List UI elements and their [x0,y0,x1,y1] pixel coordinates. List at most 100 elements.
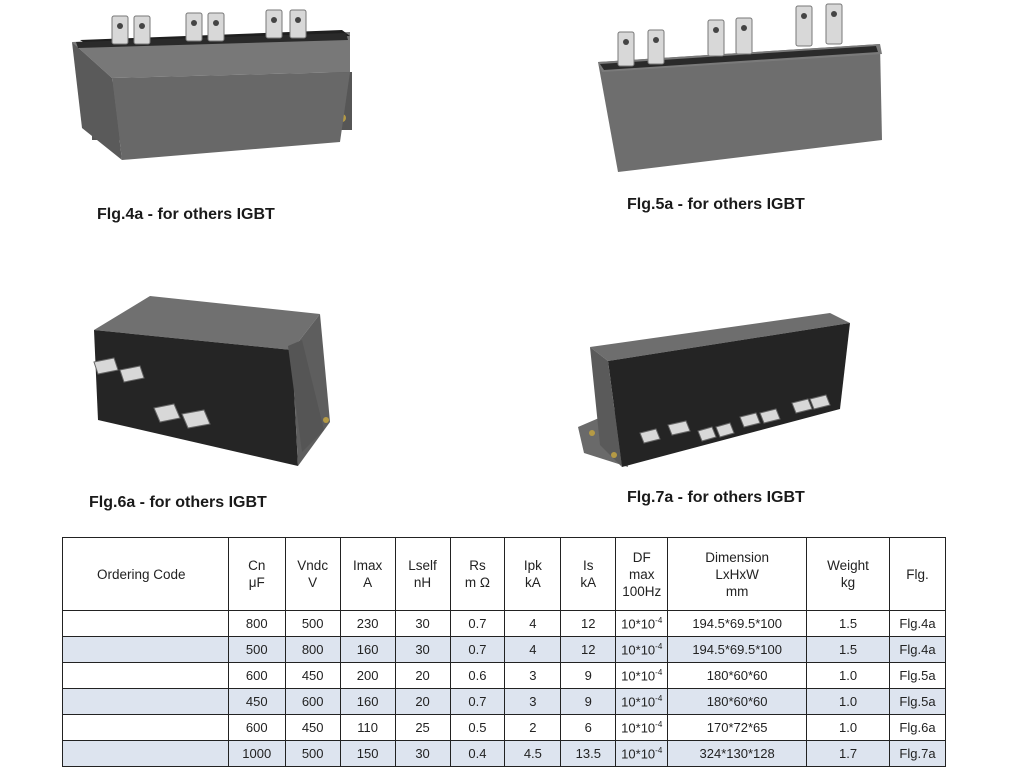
cell-is: 9 [560,662,617,689]
cell-lself: 25 [394,714,451,741]
cell-df: 10*10-4 [615,740,669,767]
cell-rs: 0.7 [449,688,506,715]
cell-ipk: 3 [504,662,562,689]
cell-vndc: 600 [284,688,341,715]
table-row: 800 500 230 30 0.7 4 12 10*10-4 194.5*69… [62,610,947,637]
fig5a-capacitor-image [598,3,882,172]
table-row: 450 600 160 20 0.7 3 9 10*10-4 180*60*60… [62,688,947,715]
cell-fig: Flg.7a [888,740,947,767]
cell-vndc: 450 [284,714,341,741]
cell-is: 13.5 [560,740,617,767]
header-fig: Flg. [888,537,947,611]
fig7a-capacitor-image [578,313,850,467]
cell-dimension: 180*60*60 [667,662,808,689]
fig6a-caption: Flg.6a - for others IGBT [89,494,267,511]
cell-dimension: 194.5*69.5*100 [667,610,808,637]
cell-ordering-code [62,740,229,767]
cell-is: 12 [560,610,617,637]
cell-rs: 0.7 [449,610,506,637]
fig7a-caption: Flg.7a - for others IGBT [627,489,805,506]
cell-is: 9 [560,688,617,715]
cell-cn: 1000 [227,740,286,767]
cell-fig: Flg.4a [888,636,947,663]
cell-ordering-code [62,714,229,741]
table-row: 600 450 200 20 0.6 3 9 10*10-4 180*60*60… [62,662,947,689]
cell-df: 10*10-4 [615,688,669,715]
cell-imax: 150 [339,740,396,767]
cell-ipk: 2 [504,714,562,741]
cell-weight: 1.5 [806,636,890,663]
cell-fig: Flg.5a [888,688,947,715]
cell-ordering-code [62,636,229,663]
header-ordering-code: Ordering Code [62,537,229,611]
fig6a-capacitor-image [93,296,330,466]
cell-lself: 30 [394,740,451,767]
cell-weight: 1.5 [806,610,890,637]
cell-df: 10*10-4 [615,714,669,741]
cell-imax: 200 [339,662,396,689]
table-row: 500 800 160 30 0.7 4 12 10*10-4 194.5*69… [62,636,947,663]
fig4a-capacitor-image [72,9,352,160]
cell-cn: 600 [227,714,286,741]
cell-cn: 600 [227,662,286,689]
cell-ordering-code [62,662,229,689]
cell-cn: 800 [227,610,286,637]
cell-dimension: 324*130*128 [667,740,808,767]
cell-is: 6 [560,714,617,741]
cell-lself: 20 [394,662,451,689]
cell-ordering-code [62,610,229,637]
cell-vndc: 500 [284,740,341,767]
table-row: 600 450 110 25 0.5 2 6 10*10-4 170*72*65… [62,714,947,741]
cell-ipk: 4.5 [504,740,562,767]
cell-imax: 230 [339,610,396,637]
cell-fig: Flg.4a [888,610,947,637]
fig4a-caption: Flg.4a - for others IGBT [97,206,275,223]
cell-rs: 0.7 [449,636,506,663]
cell-dimension: 180*60*60 [667,688,808,715]
cell-lself: 30 [394,636,451,663]
cell-lself: 30 [394,610,451,637]
cell-cn: 500 [227,636,286,663]
cell-imax: 110 [339,714,396,741]
cell-weight: 1.0 [806,688,890,715]
cell-dimension: 170*72*65 [667,714,808,741]
cell-ipk: 4 [504,636,562,663]
cell-fig: Flg.6a [888,714,947,741]
cell-is: 12 [560,636,617,663]
cell-ipk: 3 [504,688,562,715]
cell-df: 10*10-4 [615,610,669,637]
cell-lself: 20 [394,688,451,715]
cell-weight: 1.0 [806,662,890,689]
cell-ipk: 4 [504,610,562,637]
cell-vndc: 450 [284,662,341,689]
cell-vndc: 500 [284,610,341,637]
cell-ordering-code [62,688,229,715]
cell-weight: 1.7 [806,740,890,767]
cell-dimension: 194.5*69.5*100 [667,636,808,663]
cell-df: 10*10-4 [615,662,669,689]
cell-rs: 0.6 [449,662,506,689]
cell-rs: 0.4 [449,740,506,767]
cell-weight: 1.0 [806,714,890,741]
cell-vndc: 800 [284,636,341,663]
cell-rs: 0.5 [449,714,506,741]
cell-df: 10*10-4 [615,636,669,663]
cell-imax: 160 [339,688,396,715]
cell-fig: Flg.5a [888,662,947,689]
cell-cn: 450 [227,688,286,715]
table-row: 1000 500 150 30 0.4 4.5 13.5 10*10-4 324… [62,740,947,767]
cell-imax: 160 [339,636,396,663]
fig5a-caption: Flg.5a - for others IGBT [627,196,805,213]
